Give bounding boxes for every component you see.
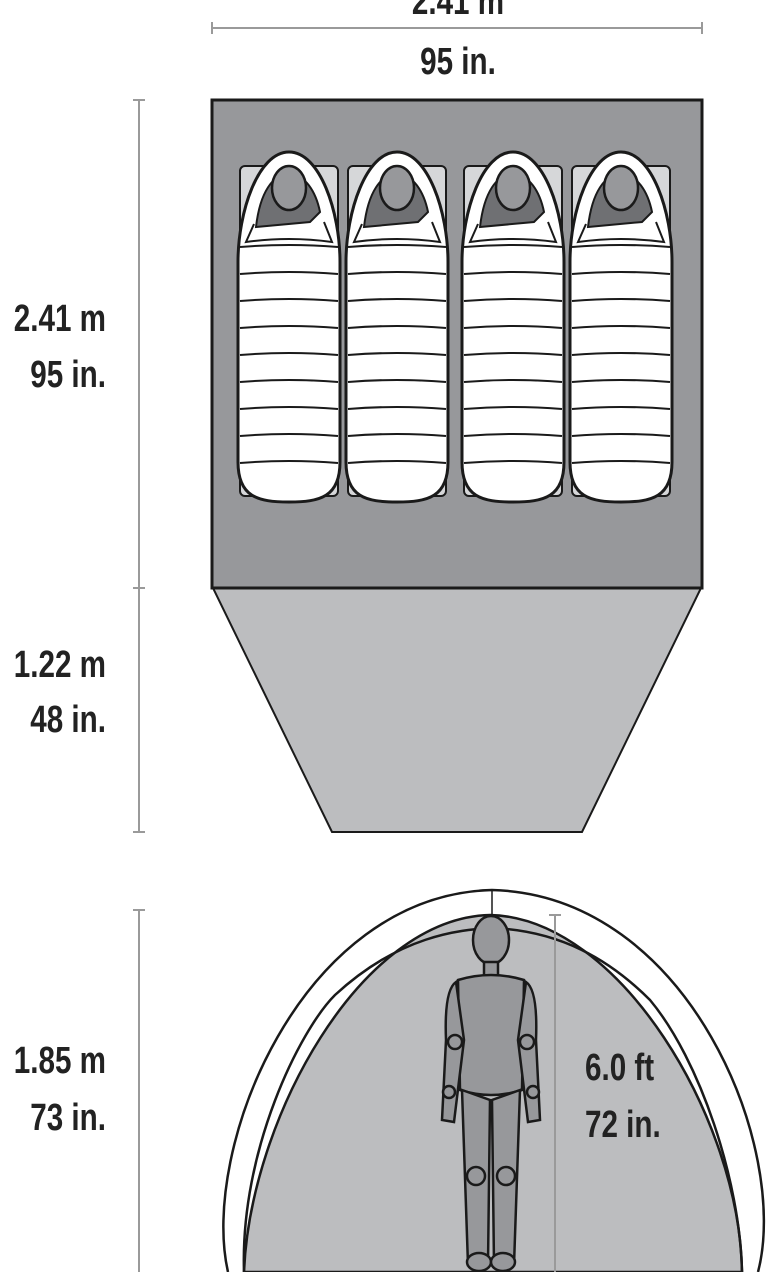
sleeper: [568, 150, 674, 504]
baffle-line: [571, 325, 671, 329]
baffle-line: [239, 379, 339, 383]
baffle-line: [239, 298, 339, 302]
vestibule-metric-label: 1.22 m: [14, 644, 106, 686]
floor-length-metric-label: 2.41 m: [14, 298, 106, 340]
baffle-line: [571, 379, 671, 383]
baffle-line: [239, 271, 339, 275]
baffle-line: [463, 352, 563, 356]
baffle-line: [239, 244, 339, 248]
baffle-line: [463, 379, 563, 383]
baffle-line: [463, 244, 563, 248]
baffle-line: [463, 433, 563, 437]
baffle-line: [347, 352, 447, 356]
peak-height-imperial-label: 73 in.: [30, 1097, 106, 1139]
baffle-line: [239, 325, 339, 329]
sleeper: [236, 150, 342, 504]
head: [270, 164, 308, 212]
peak-height-metric-label: 1.85 m: [14, 1040, 106, 1082]
sleeper: [460, 150, 566, 504]
baffle-line: [571, 406, 671, 410]
head: [494, 164, 532, 212]
human-figure: [440, 914, 542, 1272]
baffle-line: [571, 460, 671, 464]
floor-length-imperial-label: 95 in.: [30, 354, 106, 396]
baffle-line: [571, 433, 671, 437]
baffle-line: [347, 379, 447, 383]
head: [602, 164, 640, 212]
baffle-line: [347, 406, 447, 410]
baffle-line: [463, 325, 563, 329]
collar-line: [468, 221, 558, 244]
width-imperial-label: 95 in.: [420, 41, 496, 83]
baffle-line: [463, 271, 563, 275]
vestibule: [211, 587, 703, 833]
baffle-line: [347, 433, 447, 437]
baffle-line: [239, 460, 339, 464]
sleeper: [344, 150, 450, 504]
baffle-line: [347, 460, 447, 464]
baffle-line: [571, 298, 671, 302]
person-height-ft-label: 6.0 ft: [585, 1047, 654, 1089]
collar-line: [352, 221, 442, 244]
baffle-line: [239, 406, 339, 410]
collar-line: [576, 221, 666, 244]
baffle-line: [347, 271, 447, 275]
baffle-line: [347, 298, 447, 302]
baffle-line: [463, 406, 563, 410]
baffle-line: [239, 352, 339, 356]
vestibule-imperial-label: 48 in.: [30, 699, 106, 741]
baffle-line: [347, 244, 447, 248]
width-metric-label: 2.41 m: [412, 0, 504, 23]
collar-line: [244, 221, 334, 244]
baffle-line: [239, 433, 339, 437]
baffle-line: [347, 325, 447, 329]
sleeper-group: [236, 150, 674, 504]
baffle-line: [571, 352, 671, 356]
baffle-line: [571, 244, 671, 248]
person-height-in-label: 72 in.: [585, 1104, 661, 1146]
baffle-line: [463, 460, 563, 464]
head: [378, 164, 416, 212]
baffle-line: [571, 271, 671, 275]
baffle-line: [463, 298, 563, 302]
